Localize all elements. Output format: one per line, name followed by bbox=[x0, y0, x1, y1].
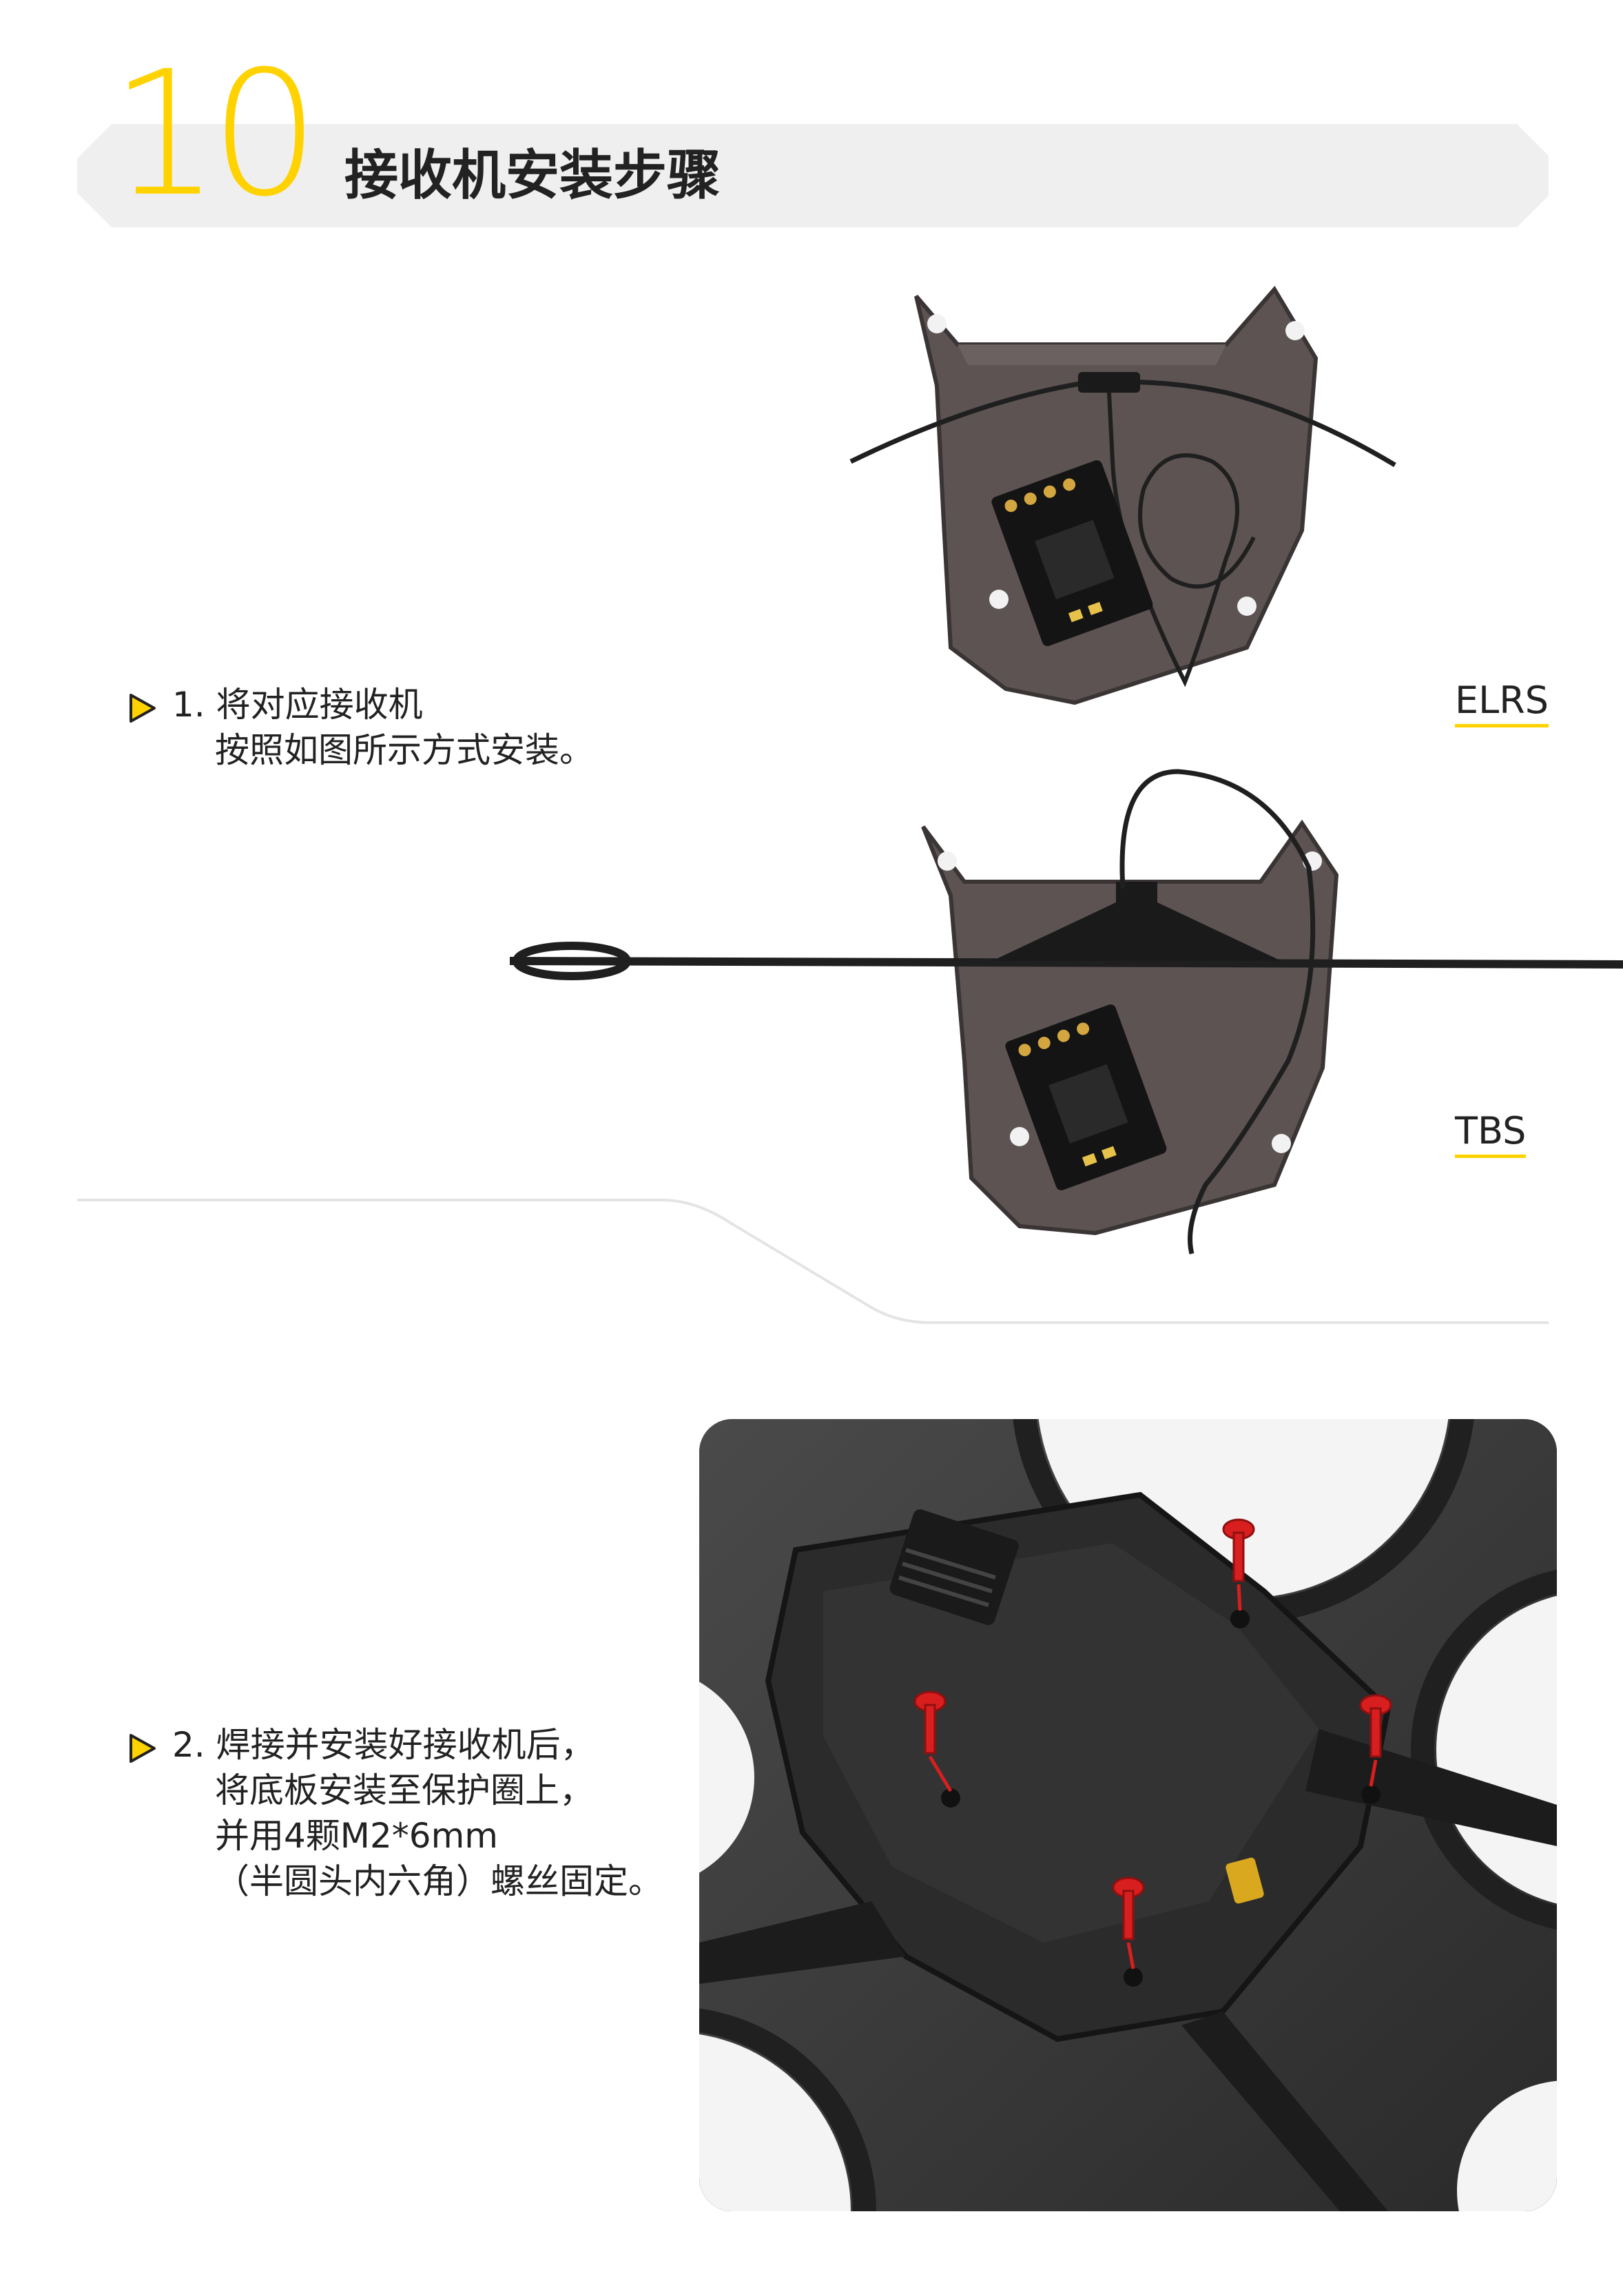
receiver-label-tbs: TBS bbox=[1455, 1109, 1527, 1158]
section-divider bbox=[77, 1199, 1549, 1324]
header-bar bbox=[77, 124, 1549, 227]
receiver-label-elrs: ELRS bbox=[1455, 679, 1549, 727]
tbs-receiver-illustration bbox=[509, 769, 1623, 1254]
step-2-line-4: （半圆头内六角）螺丝固定。 bbox=[215, 1861, 663, 1901]
elrs-receiver-illustration bbox=[849, 285, 1396, 705]
step-1-line-2: 按照如图所示方式安装。 bbox=[215, 730, 594, 770]
drone-bottom-plate-photo bbox=[699, 1419, 1557, 2211]
step-1-line-1: 1. 将对应接收机 bbox=[172, 685, 423, 725]
step-2-line-1: 2. 焊接并安装好接收机后， bbox=[172, 1725, 595, 1765]
drone-frame-illustration bbox=[699, 1419, 1557, 2211]
step-2-line-3: 并用4颗M2*6mm bbox=[215, 1816, 498, 1856]
play-triangle-icon bbox=[130, 694, 156, 723]
step-2-line-2: 将底板安装至保护圈上， bbox=[215, 1770, 594, 1810]
step-1-text: 1. 将对应接收机 按照如图所示方式安装。 bbox=[172, 682, 594, 773]
step-2-text: 2. 焊接并安装好接收机后， 将底板安装至保护圈上， 并用4颗M2*6mm （半… bbox=[172, 1722, 663, 1904]
play-triangle-icon bbox=[130, 1734, 156, 1763]
section-title: 接收机安装步骤 bbox=[344, 145, 721, 207]
screw-markers bbox=[913, 1518, 1392, 1987]
step-number: 10 bbox=[110, 34, 320, 234]
